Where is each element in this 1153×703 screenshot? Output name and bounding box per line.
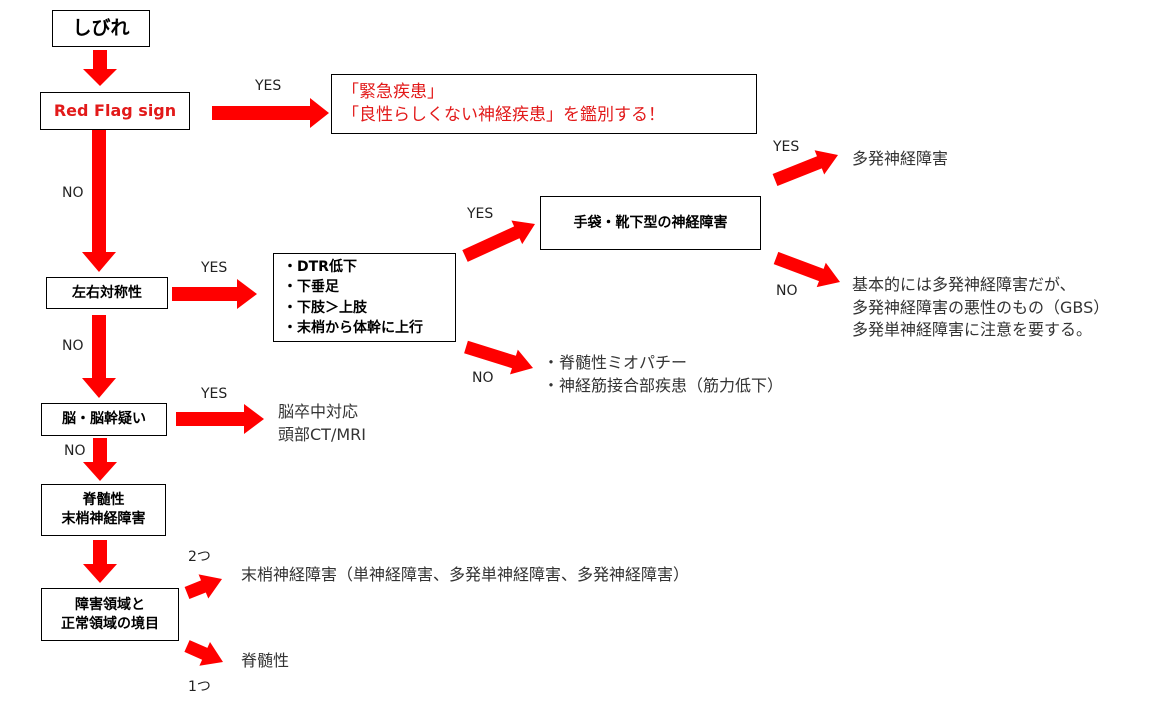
poly-note-line-2: 多発神経障害の悪性のもの（GBS）: [852, 297, 1110, 317]
arrow-symmetry-yes: [172, 279, 257, 309]
label-no-symmetry: NO: [62, 338, 84, 354]
node-start-label: しびれ: [72, 16, 130, 39]
arrow-brain-yes: [176, 404, 264, 434]
node-glove-stocking: 手袋・靴下型の神経障害: [540, 196, 761, 250]
node-boundary: 障害領域と 正常領域の境目: [41, 588, 179, 641]
result-stroke: 脳卒中対応 頭部CT/MRI: [278, 401, 366, 446]
node-warning: 「緊急疾患」 「良性らしくない神経疾患」を鑑別する！: [331, 74, 757, 134]
feature-item-2: ・下垂足: [283, 279, 339, 296]
feature-item-1: ・DTR低下: [283, 258, 357, 275]
label-yes-symmetry: YES: [201, 260, 228, 276]
poly-note-line-3: 多発単神経障害に注意を要する。: [852, 320, 1093, 340]
result-peripheral: 末梢神経障害（単神経障害、多発単神経障害、多発神経障害）: [241, 565, 690, 584]
node-spinal-peripheral: 脊髄性 末梢神経障害: [41, 484, 166, 536]
node-red-flag: Red Flag sign: [40, 92, 190, 130]
arrow-features-yes: [462, 220, 535, 262]
label-no-red-flag: NO: [62, 185, 84, 201]
node-symmetry-label: 左右対称性: [72, 284, 142, 301]
stroke-line-2: 頭部CT/MRI: [278, 424, 366, 444]
spinal-list-item-2: ・神経筋接合部疾患（筋力低下）: [543, 375, 784, 395]
stroke-line-1: 脳卒中対応: [278, 402, 359, 421]
node-red-flag-label: Red Flag sign: [53, 101, 177, 121]
arrow-spinal-to-boundary: [83, 540, 117, 583]
arrow-redflag-no: [82, 130, 116, 272]
feature-item-3: ・下肢＞上肢: [283, 299, 367, 316]
arrow-boundary-one: [184, 640, 223, 666]
spinal-peripheral-line-1: 脊髄性: [82, 492, 125, 509]
node-brain: 脳・脳幹疑い: [41, 403, 167, 436]
arrow-features-no: [464, 340, 533, 375]
spinal-peripheral-line-2: 末梢神経障害: [61, 511, 146, 527]
boundary-line-1: 障害領域と: [75, 596, 145, 613]
arrow-glove-no: [773, 251, 840, 288]
label-no-features: NO: [472, 370, 494, 386]
warning-line-1: 「緊急疾患」: [342, 82, 444, 103]
node-brain-label: 脳・脳幹疑い: [62, 411, 146, 428]
arrow-glove-yes: [772, 150, 838, 186]
arrow-boundary-two: [184, 574, 222, 599]
feature-item-4: ・末梢から体幹に上行: [283, 319, 423, 336]
arrow-start-to-redflag: [83, 50, 117, 86]
arrow-symmetry-no: [82, 315, 116, 398]
node-features: ・DTR低下 ・下垂足 ・下肢＞上肢 ・末梢から体幹に上行: [273, 253, 456, 342]
label-yes-glove: YES: [773, 139, 800, 155]
arrow-redflag-yes: [212, 98, 329, 128]
label-yes-red-flag: YES: [255, 78, 282, 94]
label-yes-features: YES: [467, 206, 494, 222]
node-start: しびれ: [52, 10, 150, 47]
boundary-line-2: 正常領域の境目: [61, 615, 159, 632]
result-spinal-list: ・脊髄性ミオパチー ・神経筋接合部疾患（筋力低下）: [543, 352, 783, 397]
arrow-brain-no: [83, 438, 117, 481]
poly-note-line-1: 基本的には多発神経障害だが、: [852, 275, 1076, 294]
label-two: 2つ: [188, 549, 211, 565]
result-polyneuropathy: 多発神経障害: [852, 149, 949, 168]
node-symmetry: 左右対称性: [46, 277, 168, 309]
warning-line-2: 「良性らしくない神経疾患」を鑑別する！: [342, 105, 665, 125]
result-spinal: 脊髄性: [241, 651, 290, 670]
label-no-glove: NO: [776, 283, 798, 299]
result-polyneuropathy-note: 基本的には多発神経障害だが、 多発神経障害の悪性のもの（GBS） 多発単神経障害…: [852, 274, 1109, 342]
label-no-brain: NO: [64, 443, 86, 459]
spinal-list-item-1: ・脊髄性ミオパチー: [543, 353, 688, 372]
label-yes-brain: YES: [201, 386, 228, 402]
node-glove-stocking-label: 手袋・靴下型の神経障害: [573, 214, 728, 231]
label-one: 1つ: [188, 679, 211, 695]
